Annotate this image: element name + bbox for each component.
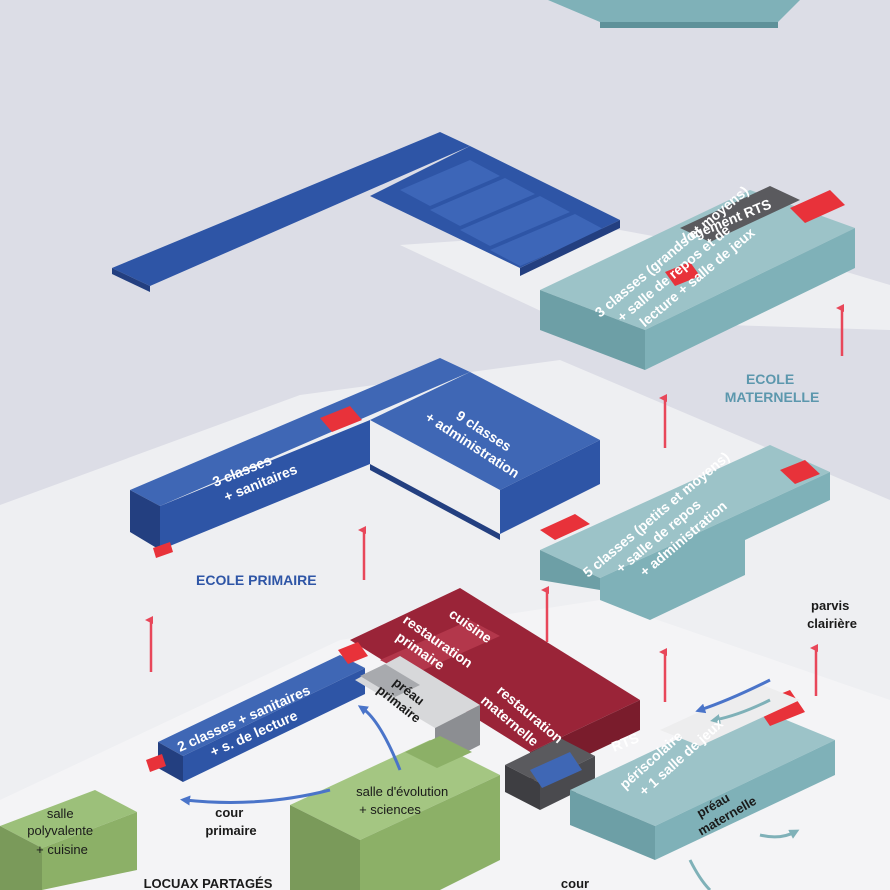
maternelle-upper-block (540, 186, 855, 370)
circulation-arrows (180, 678, 800, 890)
label-salle-evolution: salle d'évolution + sciences (356, 784, 452, 817)
label-cour: cour (561, 876, 589, 890)
label-locaux-partages: LOCUAX PARTAGÉS (144, 876, 273, 890)
rts-block (505, 738, 595, 810)
maternelle-mid-block (540, 445, 830, 620)
zone-label-maternelle: ECOLE MATERNELLE (725, 371, 820, 405)
vertical-connection-arrows (145, 304, 844, 702)
roof-teal (548, 0, 800, 28)
label-cour-primaire: cour primaire (205, 805, 256, 838)
zone-label-primaire: ECOLE PRIMAIRE (196, 572, 317, 588)
roof-primaire (112, 132, 620, 292)
salle-polyvalente-building (0, 790, 137, 890)
primaire-upper-block (130, 358, 600, 558)
label-parvis-clairiere: parvis clairière (807, 598, 857, 631)
primaire-ground-block (146, 642, 368, 782)
salle-evolution-building (290, 736, 500, 890)
label-salle-polyvalente: salle polyvalente + cuisine (27, 806, 96, 857)
